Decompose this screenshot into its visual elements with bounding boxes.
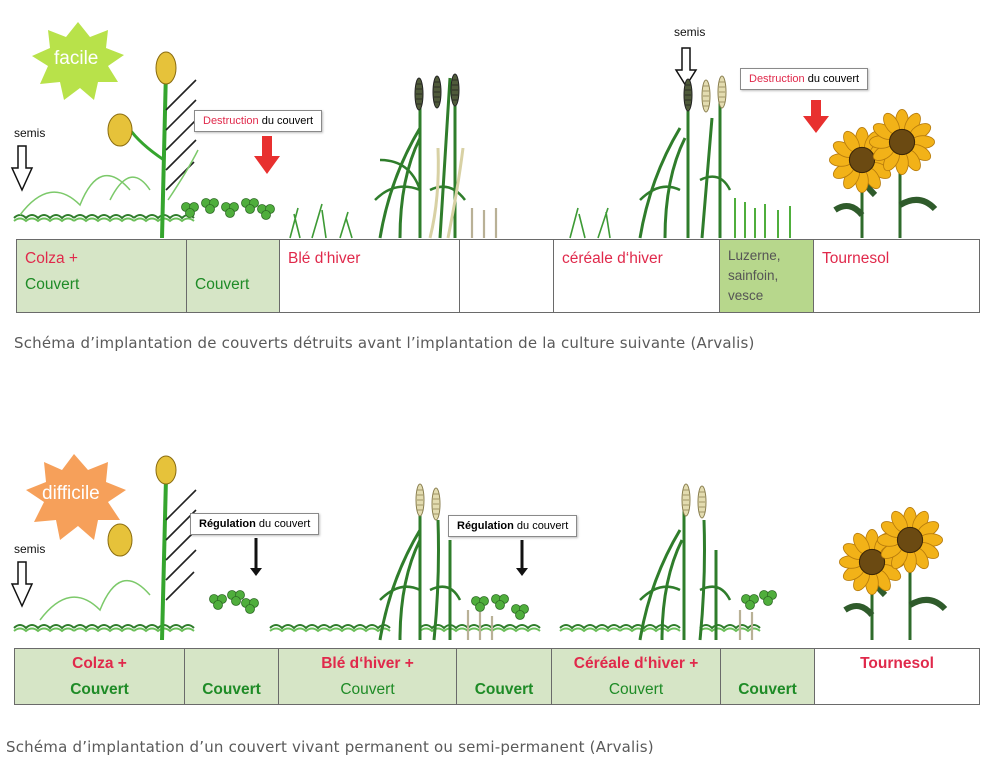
cell-line: Couvert: [25, 276, 80, 293]
destruction-rest: du couvert: [804, 73, 860, 85]
rotation-strip-2: Colza + Couvert Couvert Blé d‘hiver + Co…: [14, 648, 980, 705]
cell-line: Couvert: [608, 681, 664, 698]
cell-line: Colza +: [72, 655, 127, 672]
cell-line: Luzerne,: [728, 248, 781, 263]
semis-arrow-2: [10, 561, 34, 608]
cell-cereale-hiver-couvert: Céréale d‘hiver + Couvert: [552, 649, 721, 704]
semis-arrow-left: [10, 145, 34, 192]
caption-2: Schéma d’implantation d’un couvert vivan…: [6, 738, 654, 756]
cell-line: Couvert: [738, 681, 797, 698]
cell-line: Blé d‘hiver: [288, 250, 361, 267]
cell-line: Céréale d‘hiver +: [573, 655, 699, 672]
cell-line: Tournesol: [860, 655, 934, 672]
cell-colza-couvert: Colza + Couvert: [15, 649, 185, 704]
destruction-arrow-1: [254, 136, 280, 174]
regulation-word: Régulation: [199, 518, 256, 530]
semis-label-right: semis: [674, 25, 706, 39]
cell-tournesol: Tournesol: [814, 240, 979, 312]
rotation-strip-1: Colza + Couvert Couvert Blé d‘hiver céré…: [16, 239, 980, 313]
cell-couvert: Couvert: [721, 649, 815, 704]
badge-facile: facile: [54, 48, 99, 69]
cell-line: Couvert: [474, 681, 534, 698]
destruction-arrow-2: [803, 100, 829, 133]
cell-colza-couvert: Colza + Couvert: [17, 240, 187, 312]
badge-facile-burst: [32, 22, 124, 100]
cell-ble-hiver: Blé d‘hiver: [280, 240, 460, 312]
regulation-word: Régulation: [457, 520, 514, 532]
destruction-word: Destruction: [203, 115, 259, 127]
semis-arrow-right: [674, 47, 698, 88]
cell-line: vesce: [728, 288, 764, 303]
caption-1: Schéma d’implantation de couverts détrui…: [14, 334, 755, 352]
badge-difficile: difficile: [42, 483, 100, 504]
cell-line: Couvert: [70, 681, 129, 698]
destruction-word: Destruction: [749, 73, 805, 85]
badge-difficile-burst: [26, 454, 126, 540]
destruction-rest: du couvert: [258, 115, 314, 127]
regulation-label-2: Régulation du couvert: [448, 515, 578, 537]
regulation-label-1: Régulation du couvert: [190, 513, 320, 535]
regulation-rest: du couvert: [255, 518, 311, 530]
destruction-label-2: Destruction du couvert: [740, 68, 869, 90]
cell-line: Blé d‘hiver +: [321, 655, 414, 672]
semis-label-2: semis: [14, 542, 46, 556]
semis-label-left: semis: [14, 126, 46, 140]
cell-empty: [460, 240, 554, 312]
cell-line: Couvert: [340, 681, 395, 698]
cell-couvert: Couvert: [185, 649, 279, 704]
cell-line: sainfoin,: [728, 268, 779, 283]
cell-line: céréale d‘hiver: [562, 250, 663, 267]
regulation-rest: du couvert: [513, 520, 569, 532]
cell-line: Colza +: [25, 250, 78, 267]
cell-tournesol: Tournesol: [815, 649, 979, 704]
cell-luzerne: Luzerne, sainfoin, vesce: [720, 240, 814, 312]
cell-couvert: Couvert: [457, 649, 552, 704]
destruction-label-1: Destruction du couvert: [194, 110, 323, 132]
cell-cereale-hiver: céréale d‘hiver: [554, 240, 720, 312]
cell-line: Tournesol: [822, 250, 890, 267]
cell-line: Couvert: [195, 276, 250, 293]
cell-line: Couvert: [202, 681, 261, 698]
cell-ble-hiver-couvert: Blé d‘hiver + Couvert: [279, 649, 457, 704]
cell-couvert: Couvert: [187, 240, 280, 312]
